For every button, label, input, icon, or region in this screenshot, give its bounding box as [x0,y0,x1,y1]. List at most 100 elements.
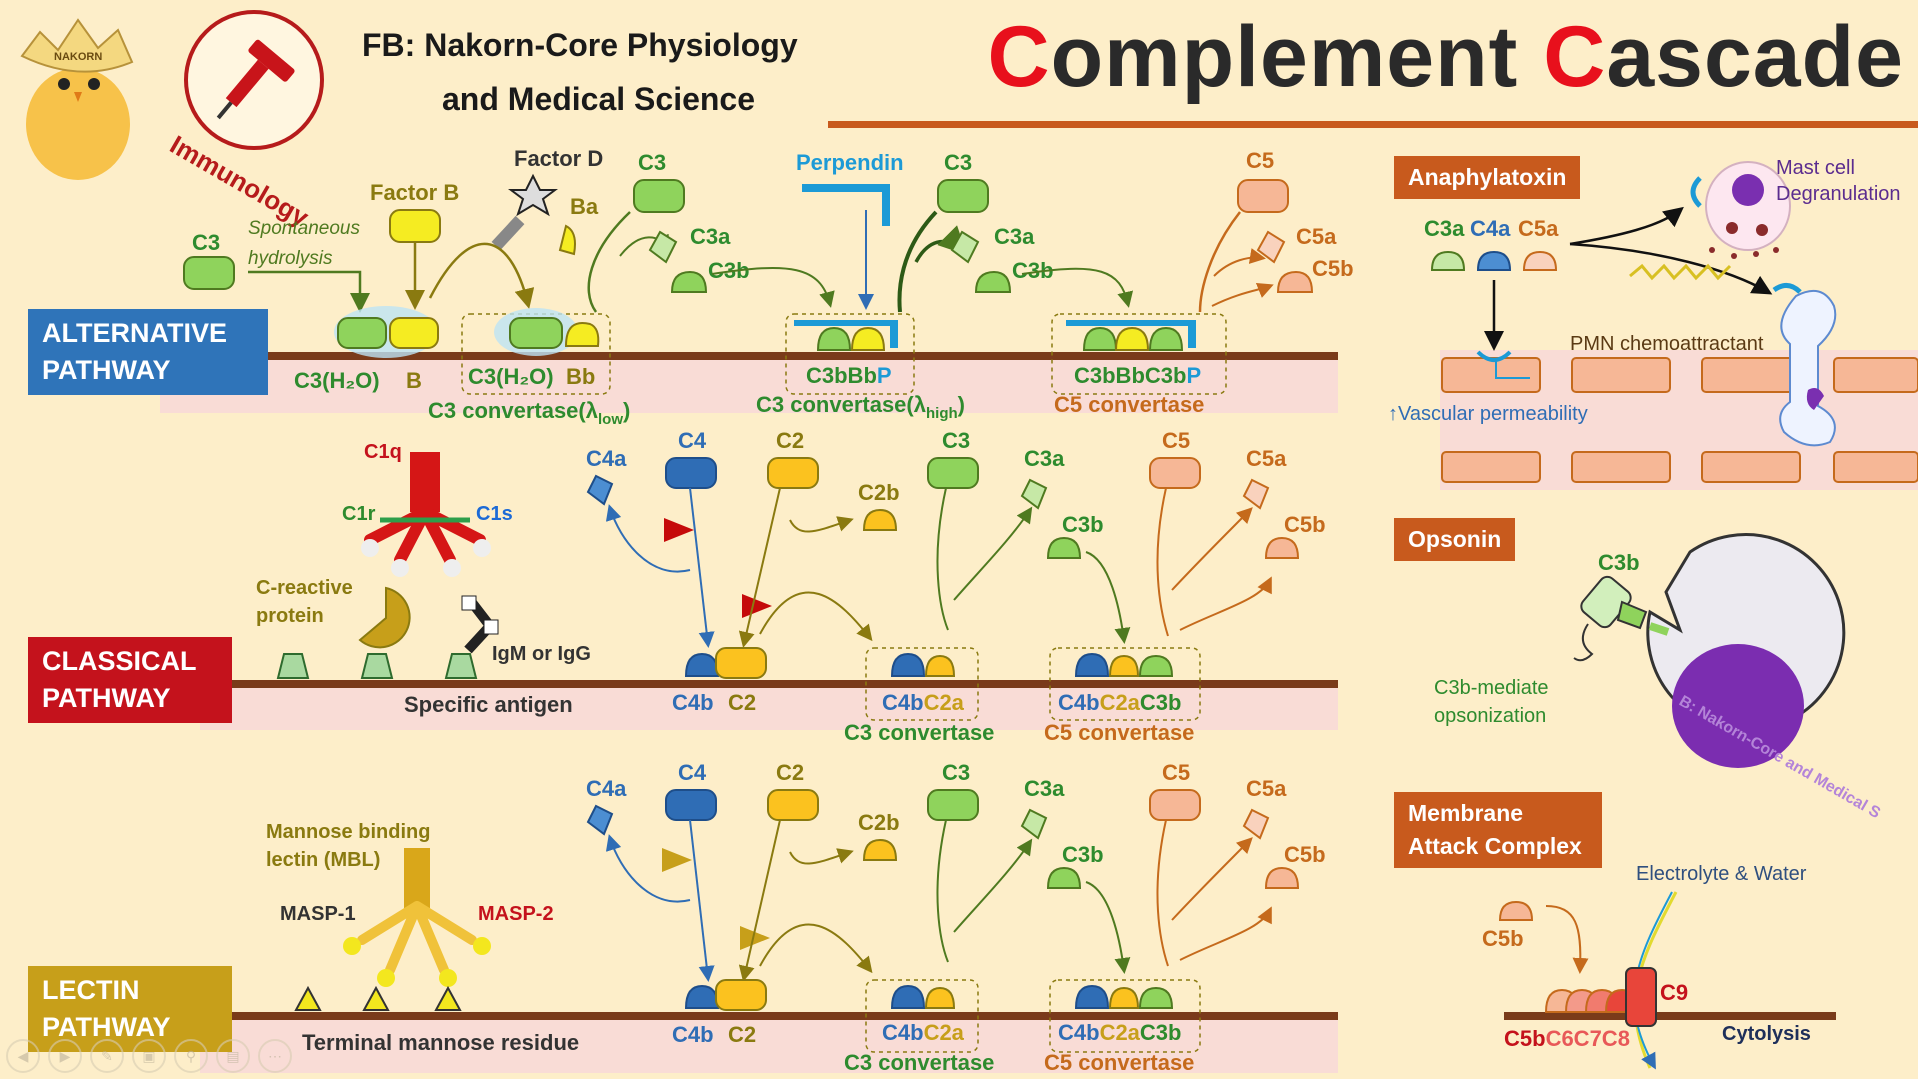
svg-text:C1r: C1r [342,503,376,525]
svg-text:C5: C5 [1246,148,1274,173]
cell-band [200,686,1338,730]
svg-text:C4b: C4b [672,690,714,715]
subtitles-icon[interactable]: ▤ [216,1039,250,1073]
svg-text:Perpendin: Perpendin [796,150,904,175]
antibody-icon [461,595,499,654]
svg-text:Spontaneous: Spontaneous [248,218,360,239]
svg-text:C4a: C4a [1470,216,1511,241]
header-rule [828,121,1918,128]
svg-text:Specific antigen: Specific antigen [404,692,573,717]
svg-text:C4: C4 [678,428,707,453]
svg-text:MASP-1: MASP-1 [280,903,356,925]
svg-text:C4bC2a: C4bC2a [882,1020,965,1045]
mannose-residue-icon [362,985,390,1011]
factor-d-arrow [491,215,525,251]
mannose-residue-icon [434,985,462,1011]
svg-text:C3a: C3a [1024,776,1065,801]
classical-pathway-label: CLASSICAL PATHWAY [28,637,232,723]
svg-text:↑Vascular permeability: ↑Vascular permeability [1388,403,1588,425]
prev-slide-icon[interactable]: ◀ [6,1039,40,1073]
svg-text:C5a: C5a [1246,446,1287,471]
antigen-icon [360,653,394,679]
svg-text:Factor D: Factor D [514,146,603,171]
svg-text:B: B [406,368,422,393]
c3h2o-bb-molecule [509,317,563,349]
svg-text:C5 convertase: C5 convertase [1044,1050,1194,1075]
c9-pore [1625,967,1657,1027]
svg-text:C4bC2aC3b: C4bC2aC3b [1058,1020,1181,1045]
svg-text:C3 convertase(λlow): C3 convertase(λlow) [428,398,630,428]
svg-text:Electrolyte & Water: Electrolyte & Water [1636,863,1807,885]
next-slide-icon[interactable]: ▶ [48,1039,82,1073]
svg-text:Cytolysis: Cytolysis [1722,1023,1811,1045]
svg-text:C5: C5 [1162,428,1190,453]
crp-icon [358,586,411,649]
opsonin-panel: B: Nakorn-Core and Medical S C3b C3b-med… [1434,533,1883,822]
svg-text:C5a: C5a [1246,776,1287,801]
svg-text:C3bBbC3bP: C3bBbC3bP [1074,363,1201,388]
svg-text:C5b: C5b [1284,842,1326,867]
cell-membrane [200,1012,1338,1020]
svg-text:Factor B: Factor B [370,180,459,205]
mac-panel: Electrolyte & Water C5b C9 C5bC6C7C8 Cyt… [1482,863,1836,1070]
mascot-chick-icon: NAKORN [20,18,134,180]
anaphylatoxin-panel: C3a C4a C5a Mast cell Degranulation PMN … [1388,157,1918,490]
cell-band [160,356,1338,413]
mannose-residue-icon [294,985,322,1011]
antigen-icon [276,653,310,679]
c3h2o-molecule [337,317,387,349]
svg-text:C3: C3 [944,150,972,175]
svg-text:C3bBbP: C3bBbP [806,363,892,388]
svg-text:C3: C3 [942,760,970,785]
alternative-pathway: C3 Spontaneous hydrolysis Factor B Facto… [160,146,1354,428]
svg-text:C3 convertase(λhigh): C3 convertase(λhigh) [756,392,965,422]
svg-text:C3b: C3b [1062,842,1104,867]
lectin-pathway-label: LECTIN PATHWAY [28,966,232,1052]
fb-line-1: FB: Nakorn-Core Physiology [362,27,798,63]
more-options-icon[interactable]: ⋯ [258,1039,292,1073]
c3-molecule [183,256,235,290]
mac-tag: Membrane Attack Complex [1394,792,1602,868]
svg-text:Ba: Ba [570,194,599,219]
zoom-icon[interactable]: ⚲ [174,1039,208,1073]
svg-text:C3 convertase: C3 convertase [844,1050,994,1075]
antigen-icon [444,653,478,679]
svg-text:C3b: C3b [1062,512,1104,537]
b-molecule [389,317,439,349]
svg-text:C2b: C2b [858,480,900,505]
c1-complex [361,452,491,577]
svg-text:lectin (MBL): lectin (MBL) [266,849,380,871]
cell-band [200,1018,1338,1073]
svg-text:C9: C9 [1660,980,1688,1005]
opsonin-tag: Opsonin [1394,518,1516,561]
slides-icon[interactable]: ▣ [132,1039,166,1073]
page-title: Complement Cascade [987,9,1904,105]
cell-membrane [1504,1012,1836,1020]
svg-text:C2b: C2b [858,810,900,835]
svg-text:C1s: C1s [476,503,513,525]
ba-fragment [558,224,576,256]
svg-text:MASP-2: MASP-2 [478,903,554,925]
svg-text:C4bC2aC3b: C4bC2aC3b [1058,690,1181,715]
neutrophil-icon [1772,283,1837,447]
svg-text:C4a: C4a [586,446,627,471]
svg-text:C4bC2a: C4bC2a [882,690,965,715]
svg-text:C3a: C3a [1024,446,1065,471]
svg-text:C-reactive: C-reactive [256,577,353,599]
svg-text:Bb: Bb [566,364,595,389]
svg-text:C2: C2 [776,760,804,785]
svg-text:C5b: C5b [1312,256,1354,281]
svg-text:C5 convertase: C5 convertase [1054,392,1204,417]
svg-text:opsonization: opsonization [1434,705,1546,727]
svg-text:Terminal mannose residue: Terminal mannose residue [302,1030,579,1055]
factor-b-molecule [389,209,441,243]
svg-text:C3(H₂O): C3(H₂O) [468,364,554,389]
pen-icon[interactable]: ✎ [90,1039,124,1073]
svg-text:PMN chemoattractant: PMN chemoattractant [1570,333,1764,355]
svg-text:C2: C2 [776,428,804,453]
svg-text:IgM or IgG: IgM or IgG [492,643,591,665]
svg-text:C3a: C3a [994,224,1035,249]
mbl-complex [343,848,491,987]
